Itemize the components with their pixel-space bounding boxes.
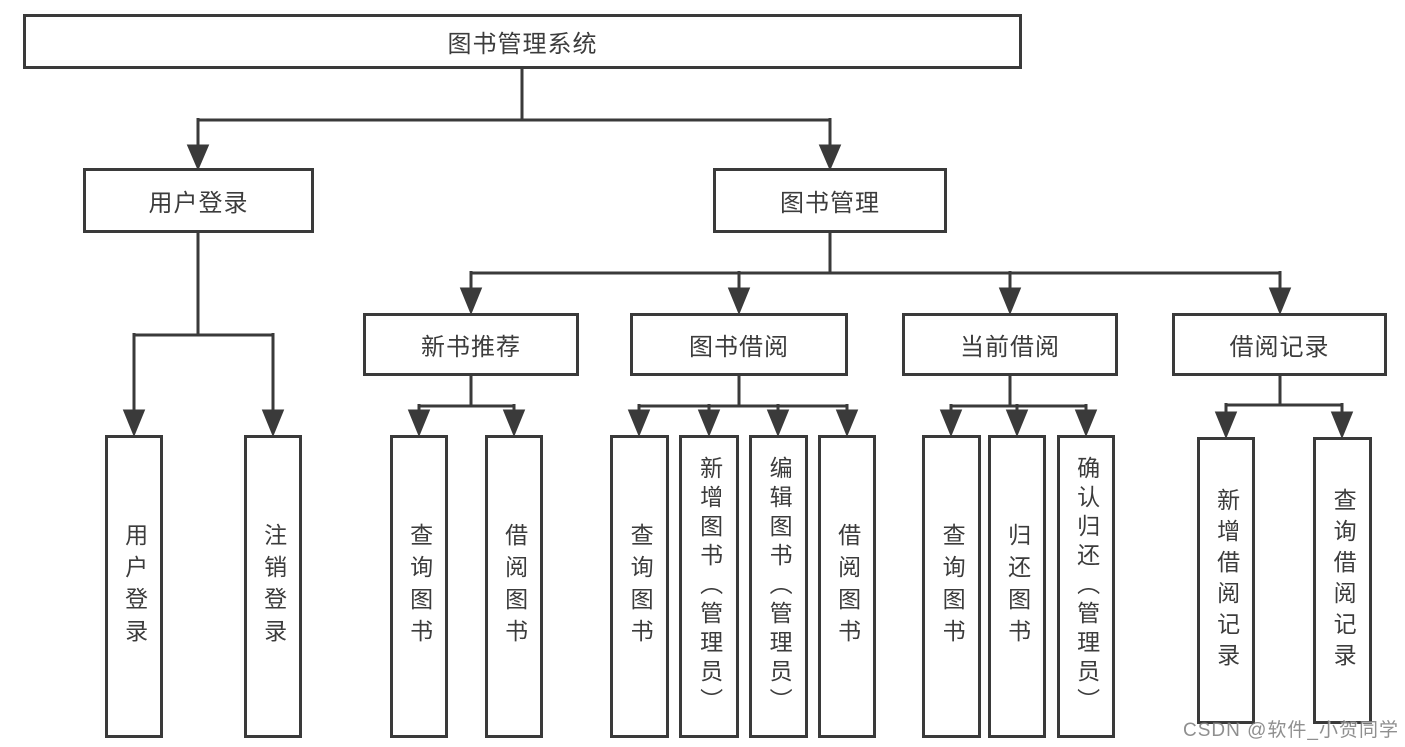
- node-borrow-records-label: 借阅记录: [1229, 334, 1330, 361]
- connector-new-book-children: [407, 376, 526, 437]
- leaf-add-books-admin-label: 新增图书（管理员）: [696, 456, 723, 717]
- connector-current-borrow-children: [939, 376, 1098, 437]
- leaf-add-borrow-record-label: 新增借阅记录: [1213, 487, 1240, 674]
- connector-borrow-record-children: [1214, 376, 1354, 439]
- leaf-query-books-current-label: 查询图书: [939, 522, 966, 651]
- leaf-user-login-label: 用户登录: [121, 522, 148, 651]
- node-root-system: 图书管理系统: [23, 14, 1022, 69]
- leaf-confirm-return-admin-label: 确认归还（管理员）: [1073, 456, 1100, 717]
- leaf-user-login: 用户登录: [105, 435, 163, 738]
- node-new-book-recommend: 新书推荐: [363, 313, 579, 376]
- node-root-system-label: 图书管理系统: [447, 31, 598, 58]
- leaf-return-books: 归还图书: [988, 435, 1046, 738]
- node-user-login: 用户登录: [83, 168, 314, 233]
- leaf-borrow-books-recommend-label: 借阅图书: [501, 522, 528, 651]
- leaf-query-books-recommend-label: 查询图书: [406, 522, 433, 651]
- connector-user-login-children: [122, 233, 285, 437]
- node-current-borrow-label: 当前借阅: [960, 334, 1060, 361]
- node-book-management-label: 图书管理: [780, 190, 880, 217]
- node-current-borrow: 当前借阅: [902, 313, 1118, 376]
- leaf-query-books-recommend: 查询图书: [390, 435, 448, 738]
- leaf-query-borrow-record-label: 查询借阅记录: [1330, 487, 1357, 674]
- node-borrow-records: 借阅记录: [1172, 313, 1387, 376]
- node-book-borrow-label: 图书借阅: [689, 334, 789, 361]
- leaf-query-books-borrow: 查询图书: [610, 435, 669, 738]
- leaf-add-borrow-record: 新增借阅记录: [1197, 437, 1255, 724]
- leaf-add-books-admin: 新增图书（管理员）: [679, 435, 739, 738]
- leaf-borrow-books-recommend: 借阅图书: [485, 435, 543, 738]
- leaf-edit-books-admin: 编辑图书（管理员）: [749, 435, 808, 738]
- leaf-query-borrow-record: 查询借阅记录: [1313, 437, 1372, 724]
- node-user-login-label: 用户登录: [148, 190, 249, 217]
- node-new-book-recommend-label: 新书推荐: [421, 334, 521, 361]
- leaf-borrow-books: 借阅图书: [818, 435, 876, 738]
- node-book-borrow: 图书借阅: [630, 313, 848, 376]
- leaf-query-books-borrow-label: 查询图书: [627, 522, 654, 651]
- leaf-logout: 注销登录: [244, 435, 302, 738]
- leaf-return-books-label: 归还图书: [1004, 522, 1031, 651]
- node-book-management: 图书管理: [713, 168, 947, 233]
- csdn-watermark: CSDN @软件_小贺同学: [1183, 720, 1399, 741]
- leaf-borrow-books-label: 借阅图书: [834, 522, 861, 651]
- connector-root-to-level2: [186, 68, 842, 171]
- leaf-confirm-return-admin: 确认归还（管理员）: [1057, 435, 1115, 738]
- leaf-query-books-current: 查询图书: [922, 435, 981, 738]
- leaf-edit-books-admin-label: 编辑图书（管理员）: [766, 456, 793, 717]
- leaf-logout-label: 注销登录: [260, 522, 287, 651]
- connector-book-management-children: [459, 233, 1292, 315]
- connector-book-borrow-children: [627, 376, 859, 437]
